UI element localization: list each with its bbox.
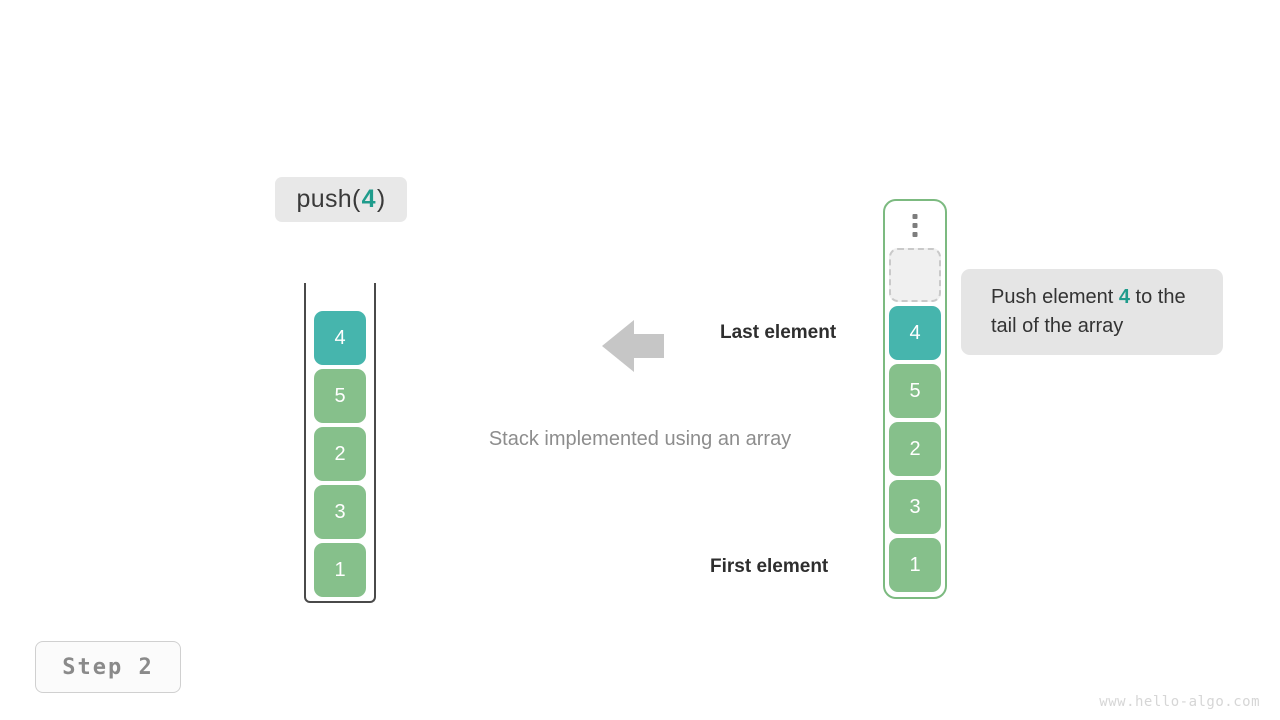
array-cell: 4 <box>889 306 941 360</box>
diagram-caption: Stack implemented using an array <box>488 428 792 450</box>
stack-cell: 2 <box>314 427 366 481</box>
step-badge: Step 2 <box>35 641 181 693</box>
annotation-tooltip: Push element 4 to the tail of the array <box>961 269 1223 355</box>
annotation-highlight-value: 4 <box>1118 286 1130 308</box>
operation-suffix: ) <box>376 185 386 213</box>
vertical-dots-icon <box>912 214 918 237</box>
array-empty-slot <box>889 248 941 302</box>
first-element-label: First element <box>710 556 829 577</box>
stack-cell: 4 <box>314 311 366 365</box>
array-cell: 5 <box>889 364 941 418</box>
stack-walls <box>304 283 376 603</box>
operation-value: 4 <box>361 185 376 213</box>
annotation-text: Push element 4 to the tail of the array <box>991 283 1195 341</box>
array-container-right: 4 5 2 3 1 <box>883 199 947 599</box>
stack-cell: 5 <box>314 369 366 423</box>
operation-prefix: push( <box>296 185 361 213</box>
array-cell: 3 <box>889 480 941 534</box>
dot <box>912 214 918 219</box>
stack-cell-list-left: 4 5 2 3 1 <box>304 311 376 597</box>
stack-container-left: 4 5 2 3 1 <box>304 283 376 603</box>
left-arrow-icon <box>602 320 664 372</box>
stack-cell: 3 <box>314 485 366 539</box>
dot <box>912 223 918 228</box>
annotation-text-after: to the tail of the array <box>991 286 1186 337</box>
annotation-text-before: Push element <box>991 286 1119 308</box>
last-element-label: Last element <box>720 322 837 343</box>
dot <box>912 232 918 237</box>
array-cell-list-right: 4 5 2 3 1 <box>885 248 945 592</box>
watermark: www.hello-algo.com <box>1099 694 1260 710</box>
operation-label: push(4) <box>275 177 407 222</box>
stack-cell: 1 <box>314 543 366 597</box>
arrow-head <box>602 320 634 372</box>
array-cell: 1 <box>889 538 941 592</box>
arrow-tail <box>633 334 664 358</box>
array-cell: 2 <box>889 422 941 476</box>
